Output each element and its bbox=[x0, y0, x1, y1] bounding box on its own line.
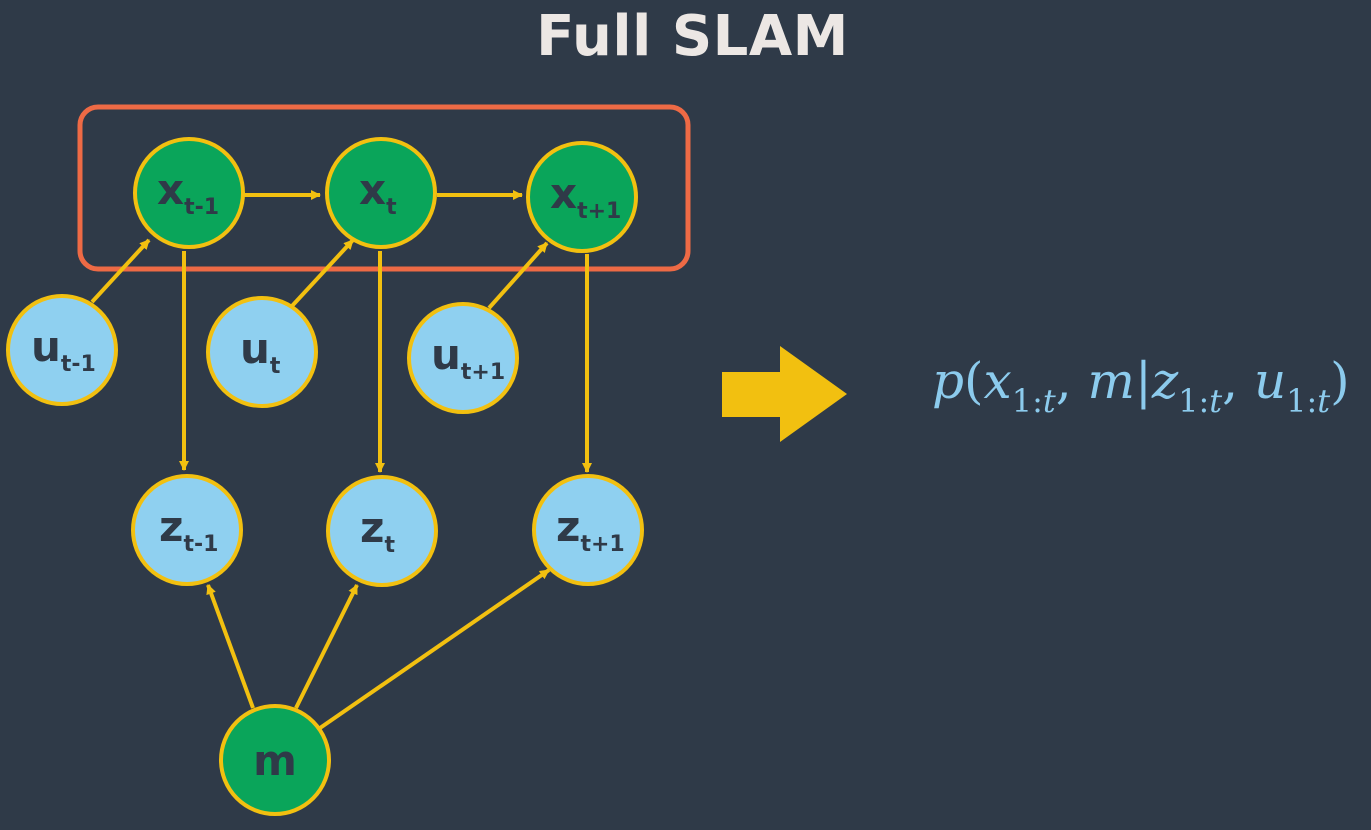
svg-text:zt+1: zt+1 bbox=[556, 502, 625, 557]
edge-m-to-zt bbox=[294, 584, 359, 709]
node-x-t+1-subscript: t+1 bbox=[577, 199, 621, 224]
node-z-t+1-letter: z bbox=[556, 502, 580, 551]
node-u-t+1-letter: u bbox=[431, 330, 461, 379]
svg-text:zt: zt bbox=[360, 503, 395, 558]
node-z-t+1-subscript: t+1 bbox=[580, 532, 624, 557]
pose-chain-highlight-box bbox=[77, 104, 691, 272]
node-x-t-1-letter: x bbox=[157, 165, 184, 214]
node-x-t+1-letter: x bbox=[550, 169, 577, 218]
svg-text:xt: xt bbox=[359, 165, 397, 220]
edge-m-to-znext bbox=[318, 568, 551, 730]
svg-text:ut-1: ut-1 bbox=[31, 322, 96, 377]
node-x-t: xt bbox=[325, 137, 437, 249]
slide-title: Full SLAM bbox=[536, 4, 849, 69]
svg-text:xt-1: xt-1 bbox=[157, 165, 219, 220]
edge-uprev-to-xprev bbox=[90, 238, 151, 304]
node-z-t+1: zt+1 bbox=[532, 474, 644, 586]
node-u-t-1-subscript: t-1 bbox=[61, 352, 96, 377]
node-x-t-1-subscript: t-1 bbox=[184, 195, 219, 220]
node-u-t+1: ut+1 bbox=[407, 302, 519, 414]
node-z-t-1-letter: z bbox=[159, 502, 183, 551]
node-z-t: zt bbox=[326, 475, 438, 587]
node-u-t-1: ut-1 bbox=[6, 294, 118, 406]
node-u-t-subscript: t bbox=[270, 354, 281, 379]
svg-text:xt+1: xt+1 bbox=[550, 169, 621, 224]
node-m-letter: m bbox=[253, 736, 297, 785]
svg-text:ut+1: ut+1 bbox=[431, 330, 505, 385]
edges bbox=[90, 190, 592, 730]
edge-unext-to-xnext bbox=[487, 241, 549, 310]
node-z-t-1-subscript: t-1 bbox=[183, 532, 218, 557]
node-m: m bbox=[219, 704, 331, 816]
svg-text:zt-1: zt-1 bbox=[159, 502, 218, 557]
node-u-t-letter: u bbox=[240, 324, 270, 373]
node-z-t-letter: z bbox=[360, 503, 384, 552]
edge-ut-to-xt bbox=[290, 238, 355, 308]
big-right-arrow-icon bbox=[722, 346, 847, 442]
node-x-t+1: xt+1 bbox=[526, 141, 638, 253]
node-x-t-subscript: t bbox=[386, 195, 397, 220]
svg-text:ut: ut bbox=[240, 324, 281, 379]
full-slam-posterior-formula: p(x1:t, m|z1:t, u1:t) bbox=[932, 352, 1350, 420]
node-u-t: ut bbox=[206, 296, 318, 408]
node-x-t-1: xt-1 bbox=[133, 137, 245, 249]
node-x-t-letter: x bbox=[359, 165, 386, 214]
edge-m-to-zprev bbox=[206, 584, 255, 709]
node-u-t+1-subscript: t+1 bbox=[461, 360, 505, 385]
node-z-t-subscript: t bbox=[384, 533, 395, 558]
node-z-t-1: zt-1 bbox=[131, 474, 243, 586]
node-u-t-1-letter: u bbox=[31, 322, 61, 371]
